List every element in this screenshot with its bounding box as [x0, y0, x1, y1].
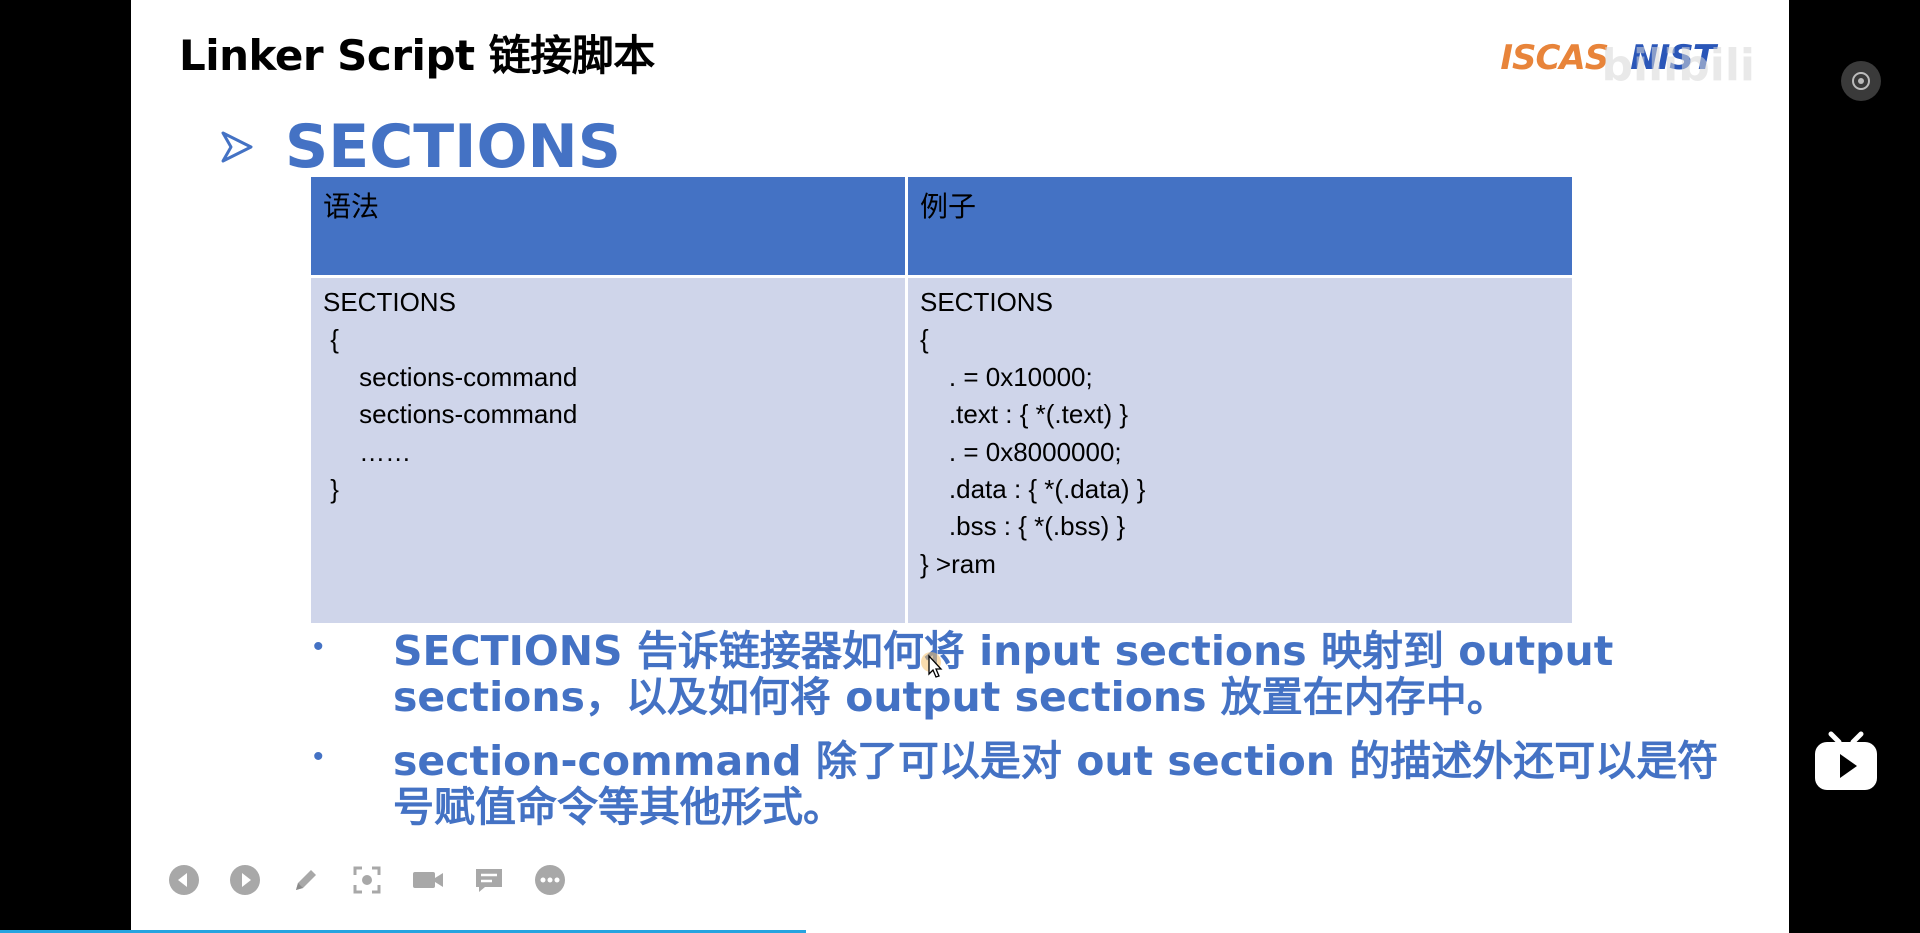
next-icon: [229, 864, 260, 895]
next-button[interactable]: [227, 862, 262, 897]
previous-button[interactable]: [166, 862, 201, 897]
slide: Linker Script 链接脚本 ISCAS NIST bilibili S…: [131, 0, 1789, 933]
code-line: {: [920, 324, 929, 355]
bullet-text: section-command 除了可以是对 out section 的描述外还…: [393, 737, 1719, 831]
code-line: {: [323, 324, 339, 355]
code-line: .text : { *(.text) }: [920, 399, 1129, 430]
play-tv-button[interactable]: [1813, 730, 1879, 792]
section-heading: SECTIONS: [219, 112, 621, 182]
bullet-item: • section-command 除了可以是对 out section 的描述…: [301, 738, 1731, 830]
screenshot-icon: [353, 866, 380, 893]
heading-text: SECTIONS: [285, 112, 621, 182]
slide-toolbar: [166, 862, 567, 897]
code-line: }: [323, 474, 339, 505]
previous-icon: [168, 864, 199, 895]
screenshot-button[interactable]: [349, 862, 384, 897]
code-line: ……: [323, 436, 412, 467]
video-progress-bar[interactable]: [0, 930, 807, 933]
syntax-example-table: 语法 例子 SECTIONS { sections-command sectio…: [311, 177, 1572, 623]
code-line: . = 0x10000;: [920, 361, 1093, 392]
code-line: .data : { *(.data) }: [920, 474, 1146, 505]
code-line: sections-command: [323, 399, 578, 430]
tv-play-icon: [1815, 731, 1877, 790]
side-settings-button[interactable]: [1841, 61, 1881, 101]
iscas-logo: ISCAS: [1500, 38, 1609, 78]
camera-icon: [412, 871, 443, 888]
slide-title: Linker Script 链接脚本: [179, 31, 655, 80]
pen-button[interactable]: [288, 862, 323, 897]
code-line: . = 0x8000000;: [920, 436, 1122, 467]
syntax-cell: SECTIONS { sections-command sections-com…: [311, 275, 907, 623]
code-line: .bss : { *(.bss) }: [920, 511, 1126, 542]
logo-group: ISCAS NIST: [1500, 38, 1716, 78]
pen-icon: [295, 869, 316, 890]
comment-button[interactable]: [471, 862, 506, 897]
mouse-cursor-icon: [921, 652, 943, 678]
bilibili-watermark: bilibili: [1601, 40, 1755, 91]
settings-icon: [1852, 72, 1870, 90]
bullet-marker: •: [313, 740, 324, 773]
bullet-list: • SECTIONS 告诉链接器如何将 input sections 映射到 o…: [301, 628, 1731, 848]
code-line: } >ram: [920, 548, 996, 579]
arrow-bullet-icon: [221, 131, 253, 163]
more-button[interactable]: [532, 862, 567, 897]
bullet-text: SECTIONS 告诉链接器如何将 input sections 映射到 out…: [393, 627, 1614, 721]
nist-logo: NIST: [1630, 38, 1716, 78]
code-line: SECTIONS: [920, 287, 1053, 317]
more-icon: [534, 864, 565, 895]
table-header-example: 例子: [905, 177, 1572, 277]
code-line: sections-command: [323, 361, 578, 392]
camera-button[interactable]: [410, 862, 445, 897]
bullet-marker: •: [313, 630, 324, 663]
bullet-item: • SECTIONS 告诉链接器如何将 input sections 映射到 o…: [301, 628, 1731, 720]
table-header-syntax: 语法: [311, 177, 907, 277]
comment-icon: [475, 868, 502, 892]
code-line: SECTIONS: [323, 287, 456, 317]
example-cell: SECTIONS { . = 0x10000; .text : { *(.tex…: [905, 275, 1572, 623]
